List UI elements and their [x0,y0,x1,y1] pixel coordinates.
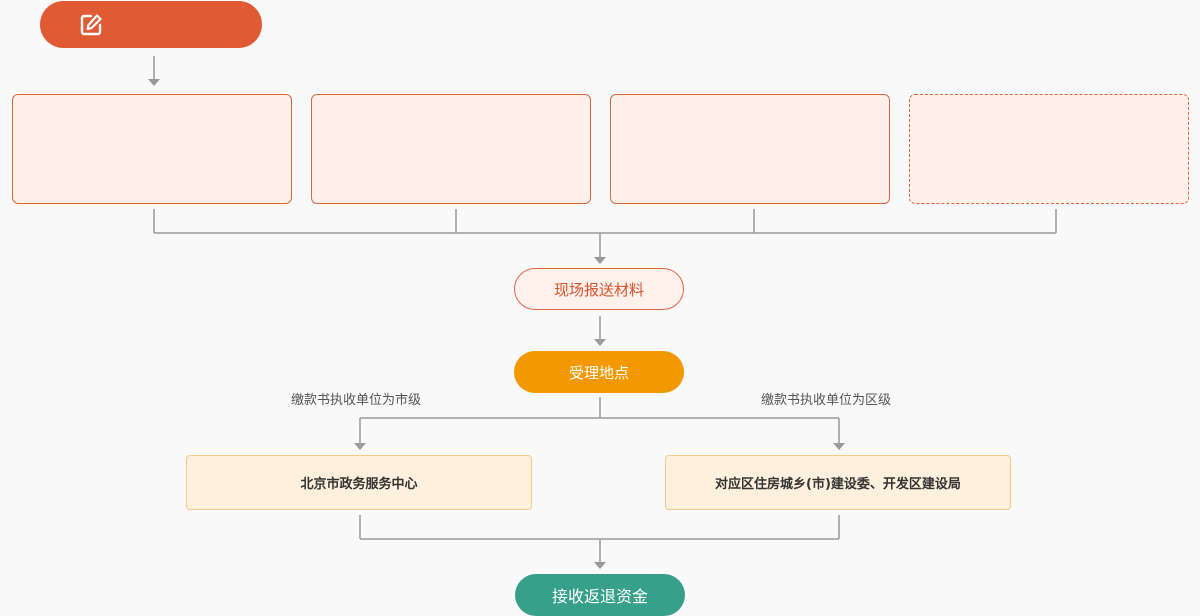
start-node [40,1,262,48]
city-branch-label: 缴款书执收单位为市级 [291,393,422,408]
district-office-node: 对应区住房城乡(市)建设委、开发区建设局 [665,455,1011,510]
edit-icon [80,14,102,36]
material-box-3 [610,94,890,204]
onsite-submit-node: 现场报送材料 [514,268,684,310]
accept-location-node: 受理地点 [514,351,684,393]
material-box-4 [909,94,1189,204]
material-box-1 [12,94,292,204]
district-branch-label: 缴款书执收单位为区级 [761,393,892,408]
city-office-node: 北京市政务服务中心 [186,455,532,510]
refund-node: 接收返退资金 [515,574,685,616]
material-box-2 [311,94,591,204]
